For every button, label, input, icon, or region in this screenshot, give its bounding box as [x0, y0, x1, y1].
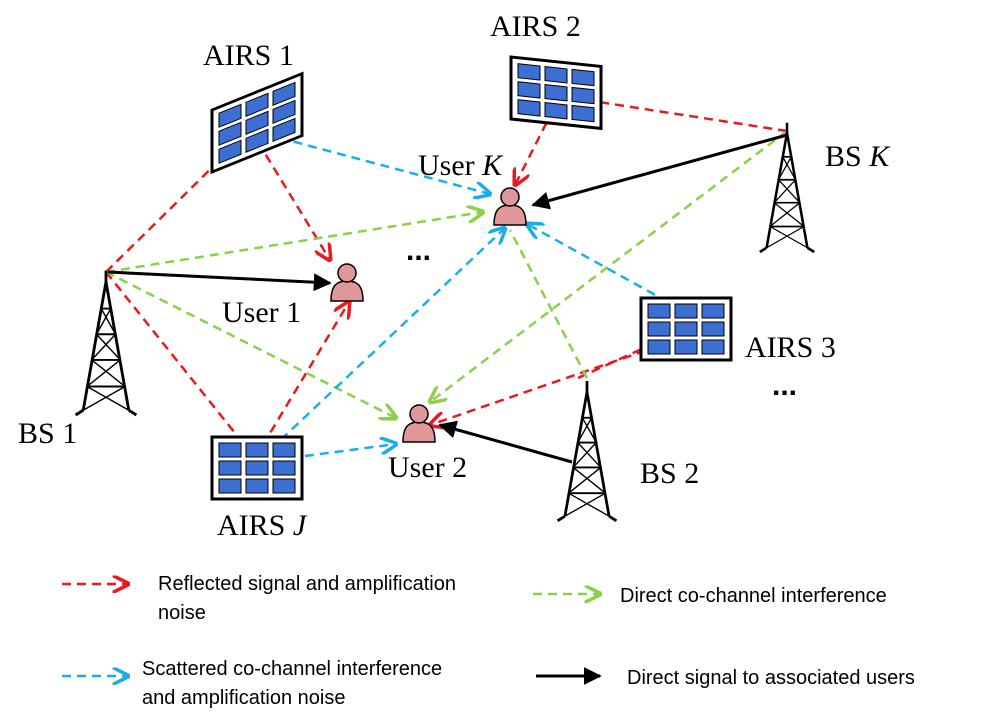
airs-3: AIRS 3	[639, 296, 836, 364]
legend-label-direct-signal: Direct signal to associated users	[627, 667, 915, 689]
user-1-label: User 1	[222, 296, 301, 329]
user-icon	[493, 187, 527, 226]
tower-icon	[74, 269, 138, 417]
tower-icon	[556, 379, 618, 523]
legend-label-reflected-line2: noise	[158, 602, 206, 624]
airs-j: AIRS J	[210, 435, 308, 542]
legend-item-scattered: Scattered co-channel interference and am…	[62, 658, 442, 709]
user-k-index: K	[481, 149, 504, 182]
link-direct-interference	[105, 270, 396, 418]
link-reflected	[256, 141, 330, 260]
legend-label-direct-interference: Direct co-channel interference	[620, 585, 887, 607]
airs-3-label: AIRS 3	[745, 331, 836, 364]
bs-k: BS K	[758, 121, 891, 254]
link-scattered	[269, 228, 505, 451]
airs-2: AIRS 2	[490, 10, 603, 130]
bs-k-index: K	[868, 140, 891, 173]
airs-panel-icon	[210, 435, 304, 501]
user-2: User 2	[388, 404, 467, 484]
user-icon	[330, 263, 364, 302]
airs-panel-icon	[639, 296, 733, 362]
user-icon	[402, 404, 436, 443]
user-k: User K	[418, 149, 527, 226]
user-2-label: User 2	[388, 451, 467, 484]
more-airs-ellipsis: ...	[772, 369, 797, 402]
bs-k-label: BS K	[825, 140, 891, 173]
user-k-prefix: User	[418, 149, 482, 182]
bs-2-label: BS 2	[640, 457, 699, 490]
airs-1: AIRS 1	[203, 39, 304, 174]
airs-1-label: AIRS 1	[203, 39, 294, 72]
bs-k-prefix: BS	[825, 140, 869, 173]
airs-j-prefix: AIRS	[217, 509, 293, 542]
link-direct-interference	[508, 229, 589, 379]
airs-2-label: AIRS 2	[490, 10, 581, 43]
link-scattered	[527, 224, 669, 304]
link-reflected	[577, 326, 689, 380]
legend-item-reflected: Reflected signal and amplification noise	[62, 573, 456, 624]
airs-j-label: AIRS J	[217, 509, 308, 542]
legend-label-reflected-line1: Reflected signal and amplification	[158, 573, 456, 595]
airs-j-index: J	[293, 509, 308, 542]
airs-panel-icon	[210, 72, 304, 174]
link-direct-signal	[438, 420, 573, 464]
legend-item-direct-signal: Direct signal to associated users	[536, 667, 915, 689]
legend-label-scattered-line2: and amplification noise	[142, 687, 345, 709]
user-1: User 1	[222, 263, 364, 329]
link-direct-signal	[107, 270, 332, 292]
link-reflected	[559, 94, 788, 133]
bs-1: BS 1	[18, 269, 138, 450]
legend-label-scattered-line1: Scattered co-channel interference	[142, 658, 442, 680]
link-reflected	[105, 271, 256, 459]
airs-panel-icon	[509, 55, 603, 130]
more-users-ellipsis: ...	[406, 234, 431, 267]
link-direct-interference	[105, 212, 483, 274]
link-scattered	[289, 444, 396, 460]
legend: Reflected signal and amplification noise…	[62, 573, 915, 709]
user-k-label: User K	[418, 149, 504, 182]
link-scattered	[249, 128, 490, 194]
link-direct-signal	[531, 133, 788, 210]
link-reflected	[253, 302, 349, 459]
links	[105, 94, 788, 464]
bs-1-label: BS 1	[18, 417, 77, 450]
tower-icon	[758, 121, 816, 254]
bs-2: BS 2	[556, 379, 699, 523]
legend-item-direct-interference: Direct co-channel interference	[533, 585, 887, 607]
